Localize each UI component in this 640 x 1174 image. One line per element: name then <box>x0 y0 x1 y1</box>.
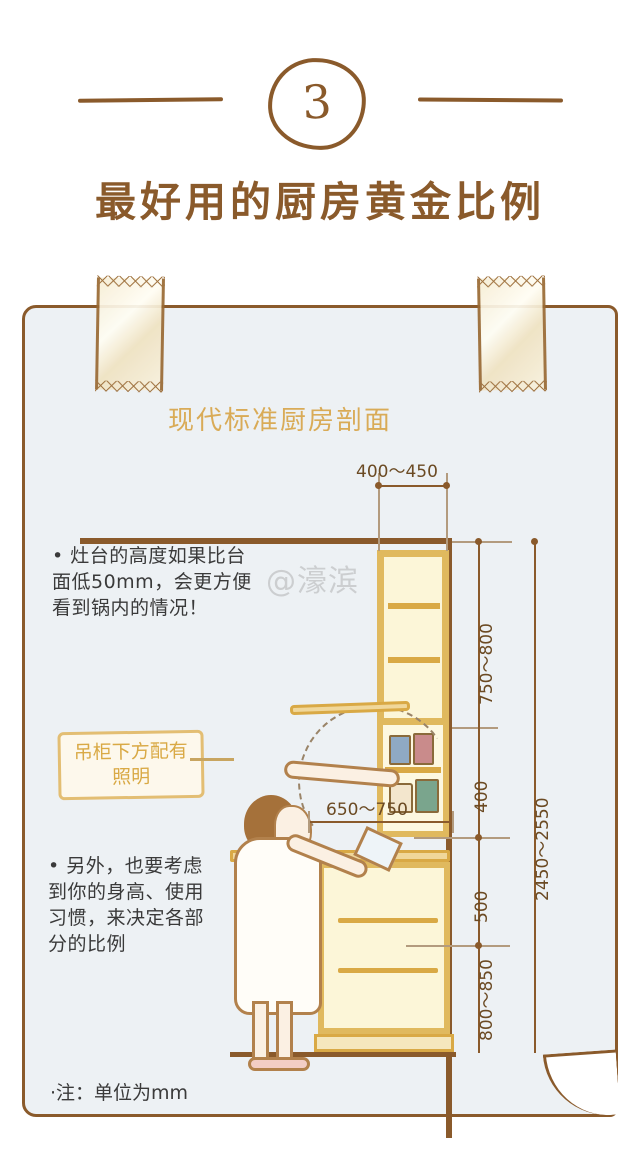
watermark: @濠滨 <box>266 564 359 599</box>
header-rule-left <box>77 97 224 103</box>
dim-label-counter-width: 650～750 <box>326 800 408 820</box>
dim-line-depth <box>378 485 448 487</box>
footnote-unit: ·注：单位为mm <box>50 1082 189 1104</box>
dim-line-counter-width <box>308 821 454 823</box>
upper-shelf-2 <box>388 657 440 663</box>
upper-shelf-1 <box>388 603 440 609</box>
shelf-item-jar <box>389 783 413 813</box>
dim-line-counter-to-upper <box>478 837 480 945</box>
washi-tape-left <box>95 277 165 391</box>
open-shelf-divider <box>385 767 441 773</box>
page-title: 最好用的厨房黄金比例 <box>95 178 545 226</box>
diagram-subtitle: 现代标准厨房剖面 <box>168 406 393 436</box>
person-figure <box>222 705 403 1071</box>
person-dress <box>234 837 322 1015</box>
kitchen-section-diagram: 400～450 750～800 400 500 800～850 2450～255… <box>22 305 618 1138</box>
dim-dot-total-top <box>531 538 538 545</box>
tick-counter-level <box>406 945 510 947</box>
ext-line-depth-left <box>378 473 380 551</box>
dim-line-backsplash <box>478 727 480 837</box>
dim-label-backsplash-height: 400 <box>472 780 492 813</box>
floor-line <box>230 1052 456 1057</box>
shelf-item-green <box>415 779 439 813</box>
person-leg-right <box>276 1001 293 1063</box>
person-slipper <box>248 1057 310 1071</box>
tick-counter-width-left <box>308 811 310 833</box>
upper-cabinet <box>377 550 449 725</box>
dim-line-total-height <box>534 541 536 1053</box>
tick-open-shelf-bottom <box>414 837 510 839</box>
person-leg-left <box>252 1001 269 1063</box>
tick-upper-cab-bottom <box>452 727 498 729</box>
ceiling-line <box>80 538 452 544</box>
note-personal-proportion: • 另外，也要考虑到你的身高、使用习惯，来决定各部分的比例 <box>48 855 205 955</box>
page-header: 3 最好用的厨房黄金比例 <box>0 0 640 250</box>
dim-label-counter-height: 800～850 <box>477 959 497 1041</box>
section-number-badge: 3 <box>265 55 369 153</box>
drawer-line-2 <box>338 968 438 973</box>
cabinet-plinth <box>314 1034 454 1052</box>
dim-dot-depth-left <box>375 482 382 489</box>
ext-line-depth-right <box>446 473 448 551</box>
shelf-item-red <box>413 733 434 765</box>
dim-label-upper-cabinet-height: 750～800 <box>477 623 497 705</box>
dim-line-counter-height <box>478 945 480 1053</box>
base-cabinet <box>318 862 450 1034</box>
dim-label-counter-to-upper: 500 <box>472 890 492 923</box>
dim-dot-ceiling <box>475 538 482 545</box>
washi-tape-right <box>477 277 547 391</box>
dim-label-total-height: 2450～2550 <box>533 797 553 901</box>
drawer-line-1 <box>338 918 438 923</box>
dim-label-cabinet-depth: 400～450 <box>356 462 438 482</box>
tick-ceiling <box>452 541 512 543</box>
note-stove-height: • 灶台的高度如果比台面低50mm，会更方便看到锅内的情况！ <box>52 545 252 619</box>
tick-counter-width-right <box>452 811 454 833</box>
header-rule-right <box>417 97 564 103</box>
shelf-item-blue <box>389 735 411 765</box>
dim-line-upper-cab <box>478 541 480 727</box>
dim-dot-depth-right <box>443 482 450 489</box>
callout-lighting: 吊柜下方配有照明 <box>57 729 205 801</box>
callout-leader-line <box>190 758 234 761</box>
